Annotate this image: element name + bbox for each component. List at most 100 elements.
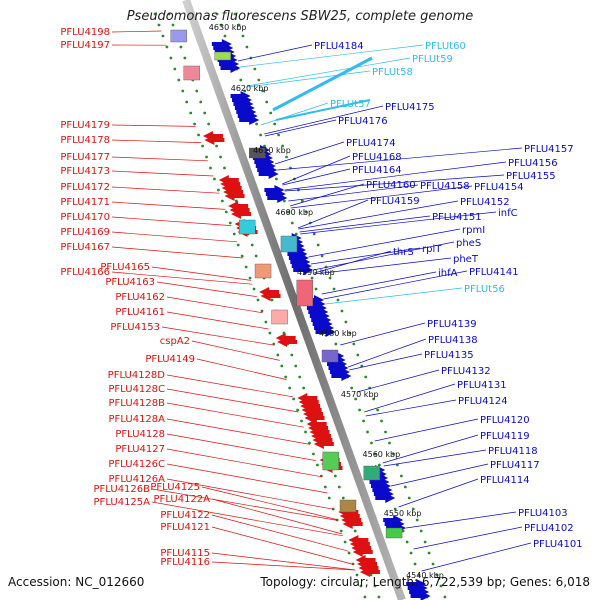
leader-line bbox=[288, 184, 419, 202]
genome-title: Pseudomonas fluorescens SBW25, complete … bbox=[126, 9, 474, 24]
leader-line bbox=[340, 322, 426, 346]
leader-line bbox=[282, 168, 351, 186]
gene-label-forward: rpmI bbox=[462, 225, 485, 236]
feature-block bbox=[249, 147, 266, 159]
tick-dot bbox=[248, 276, 252, 280]
gene-label-reverse: PFLU4126A bbox=[109, 474, 166, 485]
leader-line bbox=[323, 270, 468, 300]
tick-dot bbox=[296, 408, 299, 412]
gene-label-reverse: PFLU4126B bbox=[94, 484, 151, 495]
tick-dot bbox=[215, 144, 218, 148]
leader-line bbox=[390, 463, 489, 487]
tick-dot bbox=[270, 298, 274, 302]
leader-line bbox=[284, 161, 507, 191]
gene-label-forward: PFLU4117 bbox=[490, 460, 540, 471]
gene-label-reverse: PFLU4197 bbox=[60, 40, 110, 51]
tick-dot bbox=[173, 67, 177, 71]
gene-label-reverse: PFLU4172 bbox=[60, 182, 110, 193]
leader-line bbox=[111, 271, 253, 285]
leader-line bbox=[284, 174, 505, 192]
leader-line bbox=[211, 526, 354, 565]
gene-label-forward: PFLU4131 bbox=[457, 380, 507, 391]
reverse-gene-arrow bbox=[313, 439, 334, 449]
tick-dot bbox=[334, 342, 338, 346]
gene-label-forward: PFLUt58 bbox=[372, 67, 413, 78]
tick-dot bbox=[223, 166, 226, 170]
leader-line bbox=[348, 338, 427, 368]
leader-line bbox=[111, 170, 214, 177]
leader-line bbox=[151, 501, 343, 537]
tick-dot bbox=[302, 386, 306, 390]
scale-label: 4560 kbp bbox=[363, 450, 401, 459]
tick-dot bbox=[255, 122, 259, 126]
tick-dot bbox=[340, 309, 344, 313]
tick-dot bbox=[254, 254, 258, 258]
tick-dot bbox=[323, 485, 327, 489]
gene-label-forward: PFLUt59 bbox=[412, 54, 453, 65]
leader-line bbox=[237, 44, 313, 62]
feature-block bbox=[363, 465, 380, 481]
leader-line bbox=[151, 488, 338, 521]
feature-block bbox=[296, 279, 313, 307]
leader-line bbox=[310, 247, 421, 265]
tick-dot bbox=[393, 507, 397, 511]
gene-label-forward: thrS bbox=[393, 247, 414, 258]
tick-dot bbox=[298, 375, 302, 379]
tick-dot bbox=[292, 397, 296, 401]
tick-dot bbox=[284, 375, 288, 379]
tick-dot bbox=[236, 243, 240, 247]
leader-line bbox=[211, 514, 349, 552]
tick-dot bbox=[217, 188, 220, 192]
tick-dot bbox=[411, 507, 415, 511]
gene-label-reverse: PFLU4169 bbox=[60, 227, 110, 238]
leader-line bbox=[374, 418, 479, 442]
leader-line bbox=[161, 326, 275, 346]
gene-label-reverse: PFLU4167 bbox=[60, 242, 110, 253]
leader-line bbox=[111, 124, 196, 127]
tick-dot bbox=[256, 298, 260, 302]
tick-dot bbox=[290, 221, 294, 225]
gene-label-forward: PFLU4120 bbox=[480, 415, 530, 426]
tick-dot bbox=[333, 474, 337, 478]
scale-label: 4570 kbp bbox=[341, 390, 379, 399]
reverse-gene-arrow bbox=[231, 209, 252, 219]
leader-line bbox=[111, 201, 226, 210]
gene-label-reverse: PFLU4162 bbox=[115, 292, 165, 303]
tick-dot bbox=[195, 89, 199, 93]
tick-dot bbox=[183, 56, 187, 60]
forward-gene-arrow bbox=[267, 193, 288, 203]
label-leader-lines bbox=[111, 30, 532, 572]
gene-label-forward: PFLU4119 bbox=[480, 431, 530, 442]
feature-tracks bbox=[170, 29, 431, 600]
tick-dot bbox=[431, 562, 435, 566]
leader-line bbox=[313, 241, 455, 271]
leader-line bbox=[111, 231, 238, 243]
tick-dot bbox=[275, 177, 278, 181]
tick-dot bbox=[378, 463, 381, 467]
tick-dot bbox=[363, 595, 367, 599]
tick-dot bbox=[401, 529, 405, 533]
tick-dot bbox=[372, 397, 376, 401]
tick-dot bbox=[220, 199, 224, 203]
leader-line bbox=[300, 211, 497, 235]
leader-line bbox=[383, 449, 487, 467]
tick-dot bbox=[273, 122, 277, 126]
gene-label-reverse: PFLU4163 bbox=[105, 277, 155, 288]
tick-dot bbox=[280, 364, 284, 368]
tick-dot bbox=[239, 78, 243, 82]
tick-dot bbox=[300, 419, 303, 423]
gene-label-reverse: PFLU4128B bbox=[109, 398, 166, 409]
feature-block bbox=[271, 309, 288, 325]
gene-label-forward: PFLU4176 bbox=[338, 116, 388, 127]
scale-label: 4600 kbp bbox=[275, 208, 313, 217]
tick-dot bbox=[165, 45, 169, 49]
tick-dot bbox=[288, 386, 292, 390]
leader-line bbox=[290, 183, 365, 207]
reverse-gene-arrow bbox=[359, 567, 380, 577]
gene-label-reverse: PFLU4122A bbox=[154, 494, 211, 505]
leader-line bbox=[111, 246, 243, 259]
scale-label: 4540 kbp bbox=[406, 571, 444, 580]
tick-dot bbox=[417, 573, 421, 577]
